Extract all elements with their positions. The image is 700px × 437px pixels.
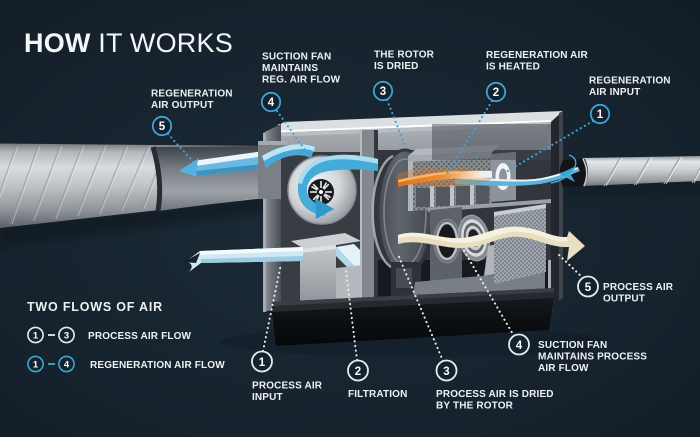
svg-text:THE ROTOR: THE ROTOR [374, 50, 435, 61]
svg-text:REGENERATION AIR FLOW: REGENERATION AIR FLOW [90, 360, 225, 371]
svg-text:TWO FLOWS OF AIR: TWO FLOWS OF AIR [27, 300, 163, 314]
svg-text:1: 1 [259, 357, 266, 369]
svg-text:3: 3 [64, 330, 69, 341]
svg-text:OUTPUT: OUTPUT [603, 294, 645, 305]
svg-text:PROCESS AIR IS DRIED: PROCESS AIR IS DRIED [436, 389, 554, 400]
svg-text:1: 1 [33, 330, 39, 341]
svg-text:4: 4 [268, 97, 275, 109]
svg-text:BY THE ROTOR: BY THE ROTOR [436, 401, 514, 412]
svg-text:REGENERATION: REGENERATION [589, 76, 671, 87]
svg-text:IS DRIED: IS DRIED [374, 61, 419, 72]
svg-text:PROCESS AIR: PROCESS AIR [603, 282, 674, 293]
svg-text:AIR FLOW: AIR FLOW [538, 363, 589, 374]
svg-text:REG. AIR FLOW: REG. AIR FLOW [262, 75, 341, 86]
svg-text:3: 3 [443, 366, 449, 378]
svg-text:REGENERATION AIR: REGENERATION AIR [486, 50, 588, 61]
svg-text:HOW IT WORKS: HOW IT WORKS [24, 28, 233, 58]
svg-text:PROCESS AIR: PROCESS AIR [252, 381, 323, 392]
svg-text:INPUT: INPUT [252, 392, 283, 403]
svg-text:AIR OUTPUT: AIR OUTPUT [151, 100, 214, 111]
svg-text:SUCTION FAN: SUCTION FAN [262, 52, 331, 63]
svg-text:IS HEATED: IS HEATED [486, 62, 540, 73]
svg-text:2: 2 [355, 366, 361, 378]
svg-text:REGENERATION: REGENERATION [151, 89, 233, 100]
svg-text:5: 5 [159, 121, 166, 133]
svg-text:4: 4 [516, 340, 523, 352]
svg-text:FILTRATION: FILTRATION [348, 389, 407, 400]
svg-text:AIR INPUT: AIR INPUT [589, 87, 640, 98]
svg-text:SUCTION FAN: SUCTION FAN [538, 340, 607, 351]
svg-text:PROCESS AIR FLOW: PROCESS AIR FLOW [88, 331, 192, 342]
svg-text:4: 4 [64, 359, 70, 370]
svg-text:2: 2 [493, 87, 499, 99]
svg-text:1: 1 [597, 109, 604, 121]
svg-text:3: 3 [380, 86, 386, 98]
svg-text:5: 5 [585, 282, 592, 294]
svg-text:MAINTAINS PROCESS: MAINTAINS PROCESS [538, 352, 647, 363]
svg-text:MAINTAINS: MAINTAINS [262, 63, 318, 74]
svg-text:1: 1 [33, 359, 39, 370]
